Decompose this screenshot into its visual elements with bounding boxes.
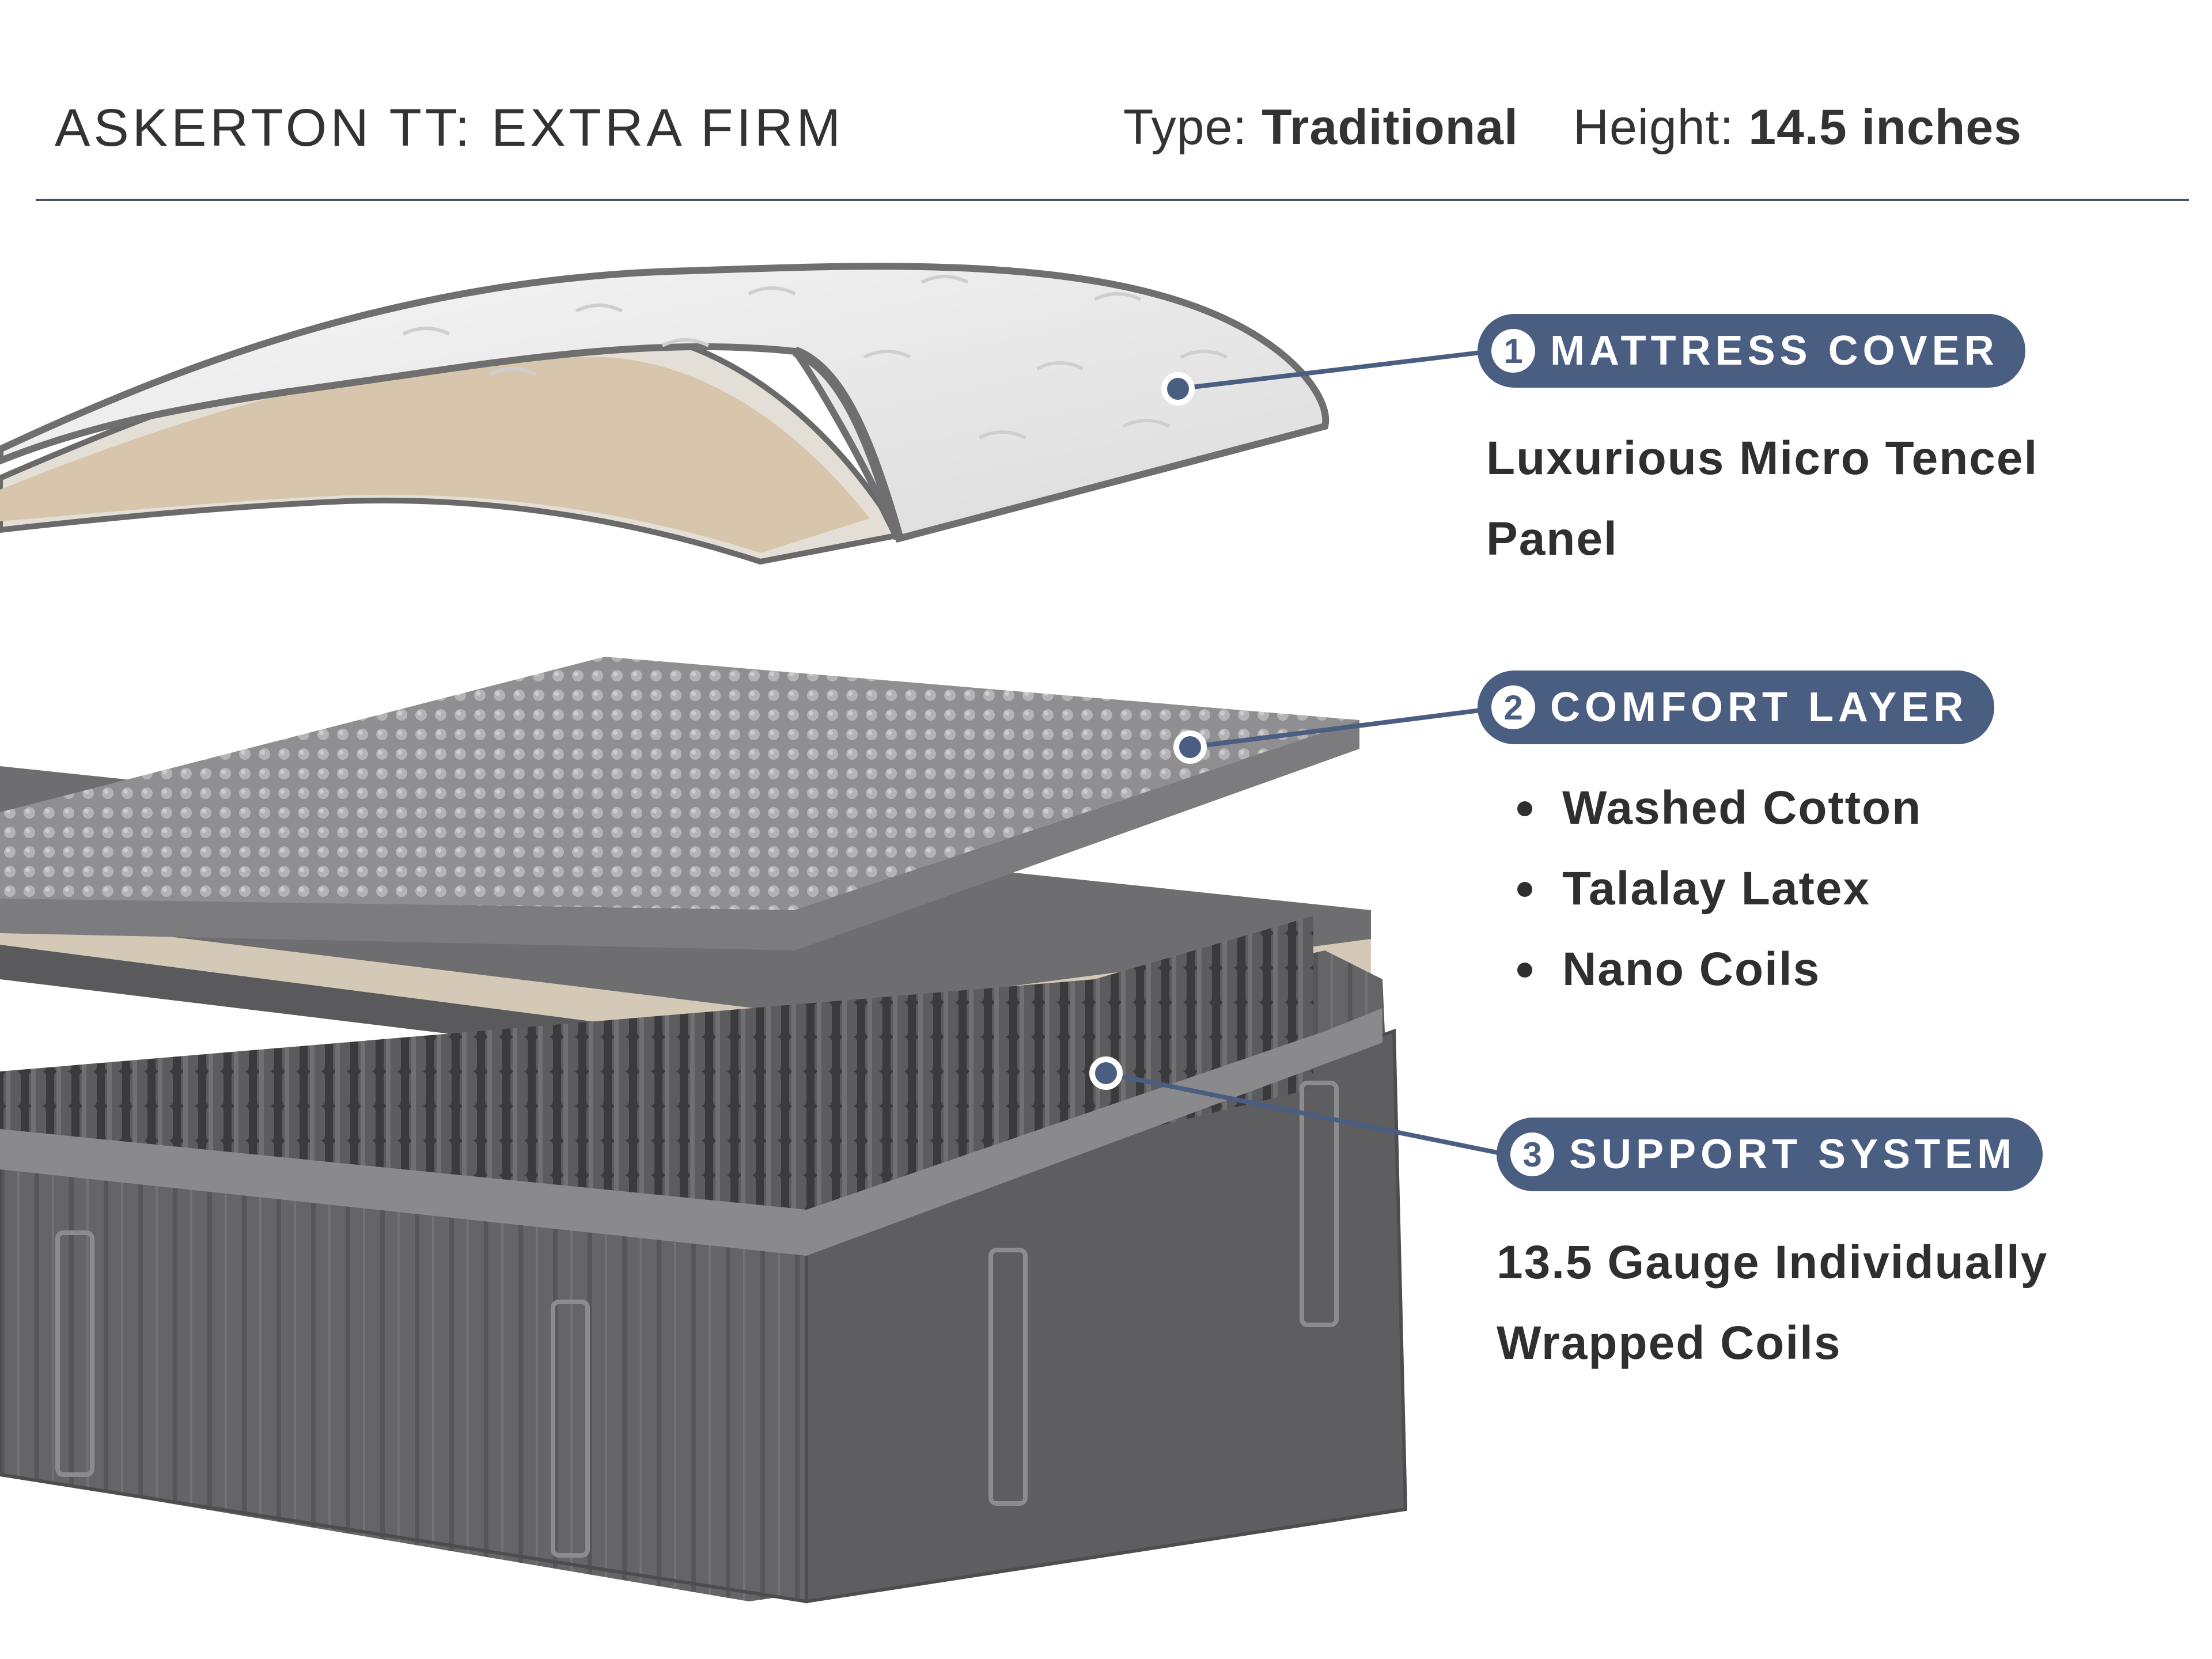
layer-1-description: Luxurious Micro Tencel Panel bbox=[1486, 418, 2038, 579]
layer-1-pill: 1 MATTRESS COVER bbox=[1478, 314, 2025, 388]
layer-3-number: 3 bbox=[1510, 1132, 1554, 1176]
type-spec: Type: Traditional bbox=[1123, 99, 1518, 156]
header-specs: Type: Traditional Height: 14.5 inches bbox=[1083, 99, 2022, 156]
support-system-graphic bbox=[0, 916, 1408, 1604]
layer-2-bullet-list: Washed Cotton Talalay Latex Nano Coils bbox=[1509, 768, 1922, 1010]
list-item: Talalay Latex bbox=[1509, 849, 1922, 929]
layer-3-description: 13.5 Gauge Individually Wrapped Coils bbox=[1497, 1222, 2048, 1384]
height-value: 14.5 inches bbox=[1748, 100, 2022, 155]
layer-1-description-line: Panel bbox=[1486, 513, 1618, 565]
type-value: Traditional bbox=[1262, 100, 1518, 155]
layer-3-description-line: Wrapped Coils bbox=[1497, 1317, 1842, 1369]
type-label: Type: bbox=[1123, 100, 1248, 155]
callout-1 bbox=[1161, 350, 1481, 406]
layer-2-number: 2 bbox=[1491, 685, 1535, 729]
callout-3 bbox=[1089, 1056, 1501, 1156]
callout-2 bbox=[1173, 708, 1481, 764]
list-item: Nano Coils bbox=[1509, 929, 1922, 1010]
layer-2-title: COMFORT LAYER bbox=[1550, 684, 1968, 730]
page-title: ASKERTON TT: EXTRA FIRM bbox=[55, 99, 844, 157]
layer-3-title: SUPPORT SYSTEM bbox=[1569, 1131, 2017, 1177]
layer-1-title: MATTRESS COVER bbox=[1550, 328, 1999, 374]
layer-3-pill: 3 SUPPORT SYSTEM bbox=[1497, 1118, 2043, 1191]
layer-1-number: 1 bbox=[1491, 329, 1535, 373]
layer-1-description-line: Luxurious Micro Tencel bbox=[1486, 432, 2039, 484]
layer-3-description-line: 13.5 Gauge Individually bbox=[1497, 1236, 2048, 1289]
layer-2-pill: 2 COMFORT LAYER bbox=[1478, 671, 1995, 744]
height-label: Height: bbox=[1573, 100, 1734, 155]
list-item: Washed Cotton bbox=[1509, 768, 1922, 849]
header-divider bbox=[36, 199, 2189, 201]
height-spec: Height: 14.5 inches bbox=[1573, 99, 2022, 156]
mattress-cover-graphic bbox=[0, 263, 1330, 565]
